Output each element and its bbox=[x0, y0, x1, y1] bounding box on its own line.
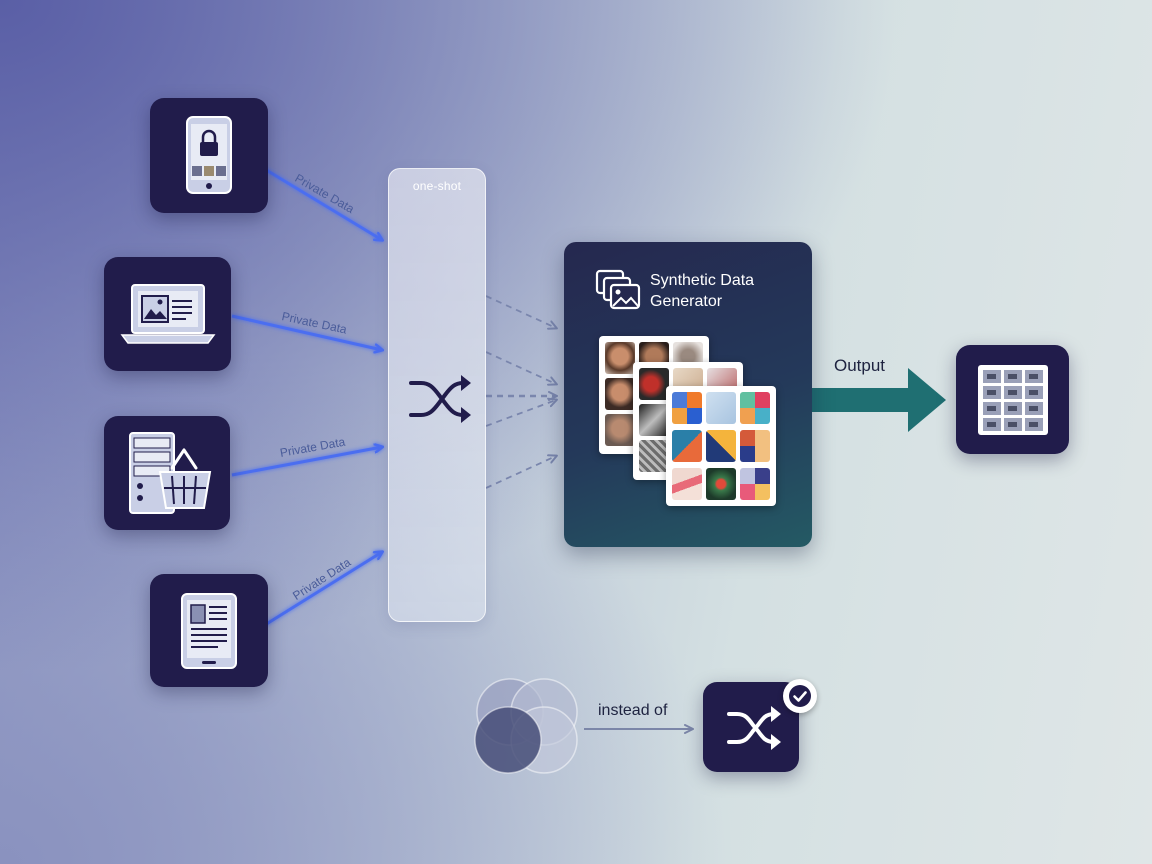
abstract-thumbnail bbox=[706, 468, 736, 500]
abstract-thumbnail bbox=[672, 430, 702, 462]
tablet-with-document-icon bbox=[181, 593, 237, 669]
instead-of-label: instead of bbox=[598, 702, 668, 719]
check-icon bbox=[789, 685, 811, 707]
one-shot-column: one-shot bbox=[388, 168, 486, 622]
dashed-arrow-1 bbox=[485, 295, 558, 330]
dashed-arrow-2 bbox=[485, 351, 558, 386]
abstract-thumbnail bbox=[672, 468, 702, 500]
server-with-shopping-basket-icon bbox=[129, 432, 212, 514]
one-shot-label: one-shot bbox=[412, 179, 462, 193]
synthetic-data-generator-panel: Synthetic Data Generator bbox=[564, 242, 812, 547]
image-grid-icon bbox=[978, 365, 1048, 435]
server-with-basket-tile bbox=[104, 416, 230, 530]
output-arrow bbox=[776, 368, 946, 432]
abstract-thumbnail bbox=[672, 392, 702, 424]
tablet-with-document-tile bbox=[150, 574, 268, 687]
smartphone-with-lock-tile bbox=[150, 98, 268, 213]
images-icon bbox=[595, 269, 641, 310]
abstract-thumbnail bbox=[740, 468, 770, 500]
check-badge bbox=[783, 679, 817, 713]
abstract-thumbnail bbox=[706, 430, 736, 462]
abstract-thumbnail bbox=[740, 392, 770, 424]
face-thumbnail bbox=[605, 342, 635, 374]
generator-title: Synthetic Data Generator bbox=[650, 272, 755, 310]
smartphone-with-lock-icon bbox=[186, 116, 232, 194]
output-tile bbox=[956, 345, 1069, 454]
abstract-thumbnail bbox=[740, 430, 770, 462]
overlapping-circles-icon bbox=[474, 678, 578, 774]
private-data-arrow-3 bbox=[231, 447, 382, 477]
texture-thumbnail bbox=[639, 368, 669, 400]
dashed-arrow-5 bbox=[485, 454, 558, 489]
laptop-with-image-tile bbox=[104, 257, 231, 371]
dashed-arrow-4 bbox=[485, 397, 558, 427]
face-thumbnail bbox=[605, 378, 635, 410]
texture-thumbnail bbox=[639, 404, 669, 436]
shuffle-icon bbox=[409, 375, 471, 423]
shuffle-icon bbox=[727, 706, 781, 750]
laptop-with-image-icon bbox=[120, 284, 216, 344]
private-data-arrow-4 bbox=[259, 552, 382, 630]
private-data-arrow-1 bbox=[257, 163, 382, 240]
output-label: Output bbox=[834, 356, 886, 375]
texture-thumbnail bbox=[639, 440, 669, 472]
sample-image-card-abstract bbox=[666, 386, 776, 506]
abstract-thumbnail bbox=[706, 392, 736, 424]
face-thumbnail bbox=[605, 414, 635, 446]
private-data-arrow-2 bbox=[231, 314, 382, 350]
